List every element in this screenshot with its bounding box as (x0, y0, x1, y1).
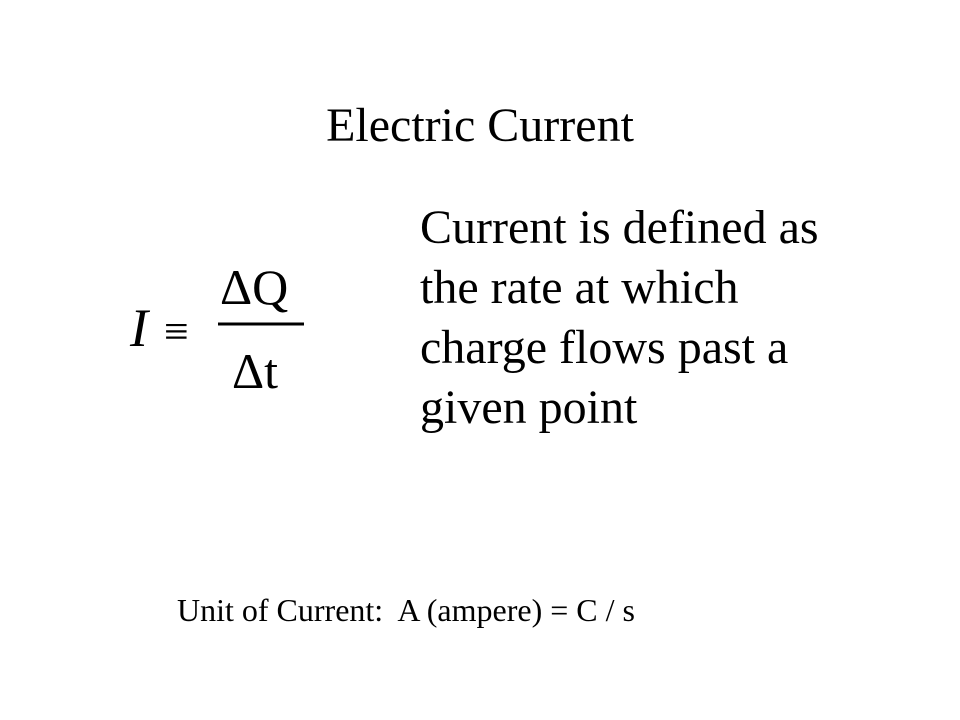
unit-of-current: Unit of Current: A (ampere) = C / s (177, 592, 635, 628)
current-formula: I ≡ ΔQ Δt (120, 258, 320, 408)
formula-denominator: Δt (232, 343, 278, 399)
slide-title: Electric Current (326, 99, 634, 152)
formula-lhs: I (129, 298, 151, 358)
definition-text: Current is defined as the rate at which … (420, 198, 940, 438)
definition-line: Current is defined as (420, 201, 819, 254)
formula-graphic: I ≡ ΔQ Δt (129, 259, 304, 399)
definition-line: charge flows past a (420, 321, 789, 374)
definition-line: the rate at which (420, 261, 739, 314)
definition-line: given point (420, 381, 638, 434)
formula-numerator: ΔQ (220, 259, 288, 315)
formula-relation: ≡ (164, 307, 189, 356)
